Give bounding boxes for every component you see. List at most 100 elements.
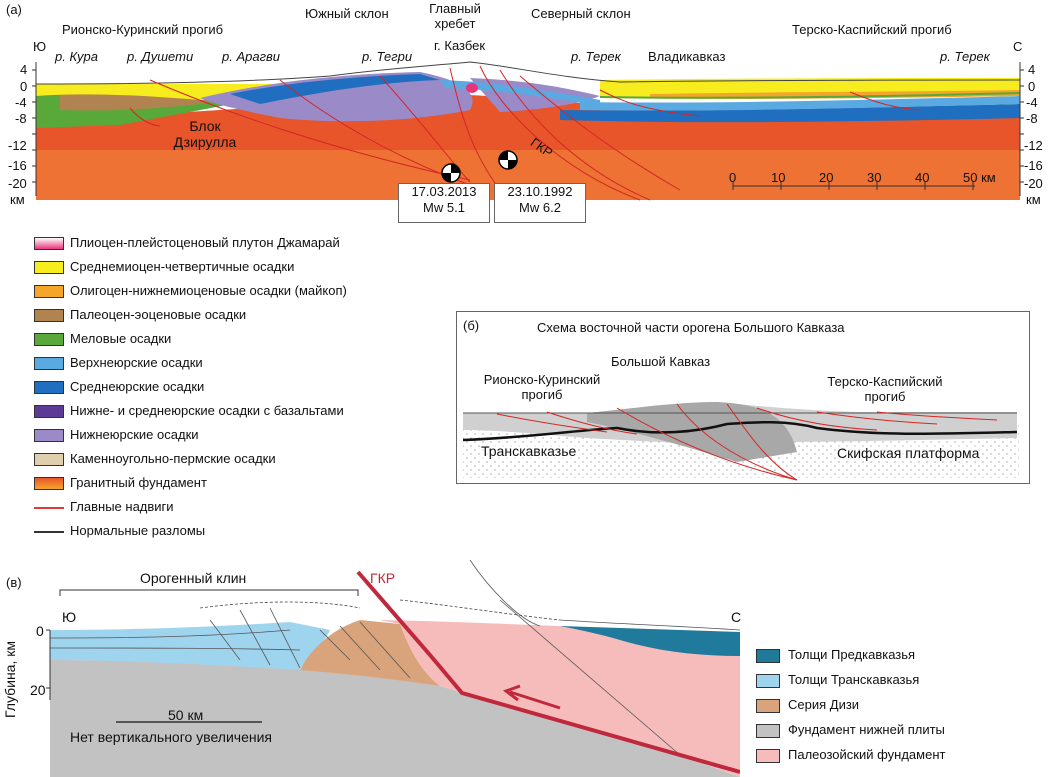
- label-south-slope: Южный склон: [305, 6, 389, 21]
- thrusts-b: [496, 403, 998, 481]
- panel-a-letter: (а): [6, 2, 22, 17]
- panel-b-title: Схема восточной части орогена Большого К…: [537, 320, 845, 335]
- wedge-bracket: [59, 589, 359, 596]
- cross-section-c: [46, 560, 740, 777]
- legend-swatch: [756, 724, 780, 738]
- paleozoic-basement: [380, 620, 740, 777]
- scale-tick-label: 10: [771, 170, 786, 185]
- label-south: Ю: [33, 39, 47, 54]
- label-river-dusheti: р. Душети: [127, 49, 194, 64]
- y-unit-right: км: [1026, 192, 1041, 207]
- legend-line-swatch: [34, 531, 64, 533]
- y-tick-left: 0: [20, 79, 28, 94]
- motion-arrow: [502, 684, 561, 710]
- legend-label: Гранитный фундамент: [70, 475, 207, 490]
- legend-swatch: [756, 649, 780, 663]
- detachment-b: [462, 420, 1018, 442]
- panel-c-letter: (в): [6, 575, 22, 590]
- label-north: С: [1013, 39, 1023, 54]
- scale-tick-label: 20: [819, 170, 834, 185]
- y-tick-left: -4: [15, 95, 27, 110]
- quake-date: 17.03.2013: [411, 184, 477, 199]
- label-river-aragvi: р. Арагви: [222, 49, 281, 64]
- precaucasus-sequences: [560, 626, 740, 656]
- quake-date: 23.10.1992: [507, 184, 573, 199]
- scale-tick-label: 0: [729, 170, 737, 185]
- quake-magnitude: Mw 6.2: [519, 200, 561, 215]
- dizi-series: [300, 620, 440, 686]
- legend-swatch: [34, 357, 64, 370]
- legend-label: Нормальные разломы: [70, 523, 206, 538]
- quake-magnitude: Mw 5.1: [423, 200, 465, 215]
- transcaucasus-sequences: [50, 622, 330, 670]
- label-rioni-kura-b: Рионско-Куринский прогиб: [483, 372, 601, 402]
- panel-b-letter: (б): [463, 318, 480, 333]
- scale-label-c: 50 км: [168, 707, 204, 723]
- legend-swatch: [34, 261, 64, 274]
- label-no-vertical-exaggeration: Нет вертикального увеличения: [70, 729, 272, 745]
- label-main-ridge: Главный хребет: [429, 1, 481, 31]
- y-tick-right: 0: [1028, 79, 1036, 94]
- label-north-slope: Северный склон: [531, 6, 631, 21]
- scale-tick-label: 40: [915, 170, 930, 185]
- scale-tick-label: 30: [867, 170, 882, 185]
- legend-label: Серия Дизи: [788, 697, 860, 712]
- legend-label: Палеоцен-эоценовые осадки: [70, 307, 247, 322]
- y-tick-c: 0: [36, 623, 44, 639]
- legend-label: Каменноугольно-пермские осадки: [70, 451, 276, 466]
- label-gkr-c: ГКР: [370, 570, 396, 586]
- legend-label: Нижне- и среднеюрские осадки с базальтам…: [70, 403, 344, 418]
- orogen-core-b: [587, 402, 797, 462]
- jamaray-pluton: [466, 83, 478, 93]
- label-vladikavkaz: Владикавказ: [648, 49, 726, 64]
- cross-section-a: [32, 61, 1024, 201]
- label-north-c: С: [731, 609, 742, 625]
- legend-label: Нижнеюрские осадки: [70, 427, 199, 442]
- y-axis-c: [46, 629, 51, 700]
- legend-swatch: [34, 285, 64, 298]
- gkr-fault: [356, 570, 740, 774]
- label-transcaucasus: Транскавказье: [481, 443, 577, 459]
- label-river-terek-2: р. Терек: [940, 49, 990, 64]
- legend-label: Толщи Предкавказья: [788, 647, 916, 662]
- legend-line-swatch: [34, 507, 64, 509]
- legend-swatch: [34, 381, 64, 394]
- legend-label: Олигоцен-нижнемиоценовые осадки (майкоп): [70, 283, 347, 298]
- main-thrusts: [129, 65, 921, 201]
- legend-label: Меловые осадки: [70, 331, 172, 346]
- topography-line: [35, 61, 1021, 85]
- legend-swatch: [34, 309, 64, 322]
- legend-label: Среднемиоцен-четвертичные осадки: [70, 259, 295, 274]
- y-unit-left: км: [10, 192, 25, 207]
- y-tick-right: -12: [1024, 138, 1043, 153]
- legend-label: Фундамент нижней плиты: [788, 722, 945, 737]
- legend-swatch: [756, 749, 780, 763]
- y-tick-right: -20: [1024, 176, 1043, 191]
- legend-swatch: [34, 405, 64, 418]
- y-tick-left: -8: [15, 111, 27, 126]
- y-tick-right: -16: [1024, 158, 1043, 173]
- legend-swatch: [756, 699, 780, 713]
- y-tick-left: 4: [20, 62, 28, 77]
- legend-swatch: [34, 333, 64, 346]
- focal-mechanism-2013: [441, 163, 461, 183]
- y-tick-right: -8: [1026, 111, 1038, 126]
- legend-swatch: [34, 453, 64, 466]
- label-dzirulla-block: Блок Дзирулла: [173, 118, 237, 150]
- y-tick-left: -16: [8, 158, 27, 173]
- label-orogenic-wedge: Орогенный клин: [140, 570, 247, 586]
- label-river-terek-1: р. Терек: [571, 49, 621, 64]
- lower-plate-basement: [50, 660, 740, 777]
- label-kazbek: г. Казбек: [434, 38, 486, 53]
- y-tick-c: 20: [30, 682, 46, 698]
- quake-box-1992: 23.10.1992 Mw 6.2: [494, 183, 586, 223]
- panel-b: (б) Схема восточной части орогена Большо…: [456, 311, 1030, 484]
- legend-label: Среднеюрские осадки: [70, 379, 205, 394]
- legend-swatch: [756, 674, 780, 688]
- y-tick-left: -20: [8, 176, 27, 191]
- label-scythian-platform: Скифская платформа: [837, 445, 980, 461]
- label-river-kura: р. Кура: [55, 49, 98, 64]
- label-terek-caspian-b: Терско-Каспийский прогиб: [827, 374, 943, 404]
- y-axis-right: [1019, 62, 1024, 196]
- label-rioni-kura-trough: Рионско-Куринский прогиб: [62, 22, 224, 37]
